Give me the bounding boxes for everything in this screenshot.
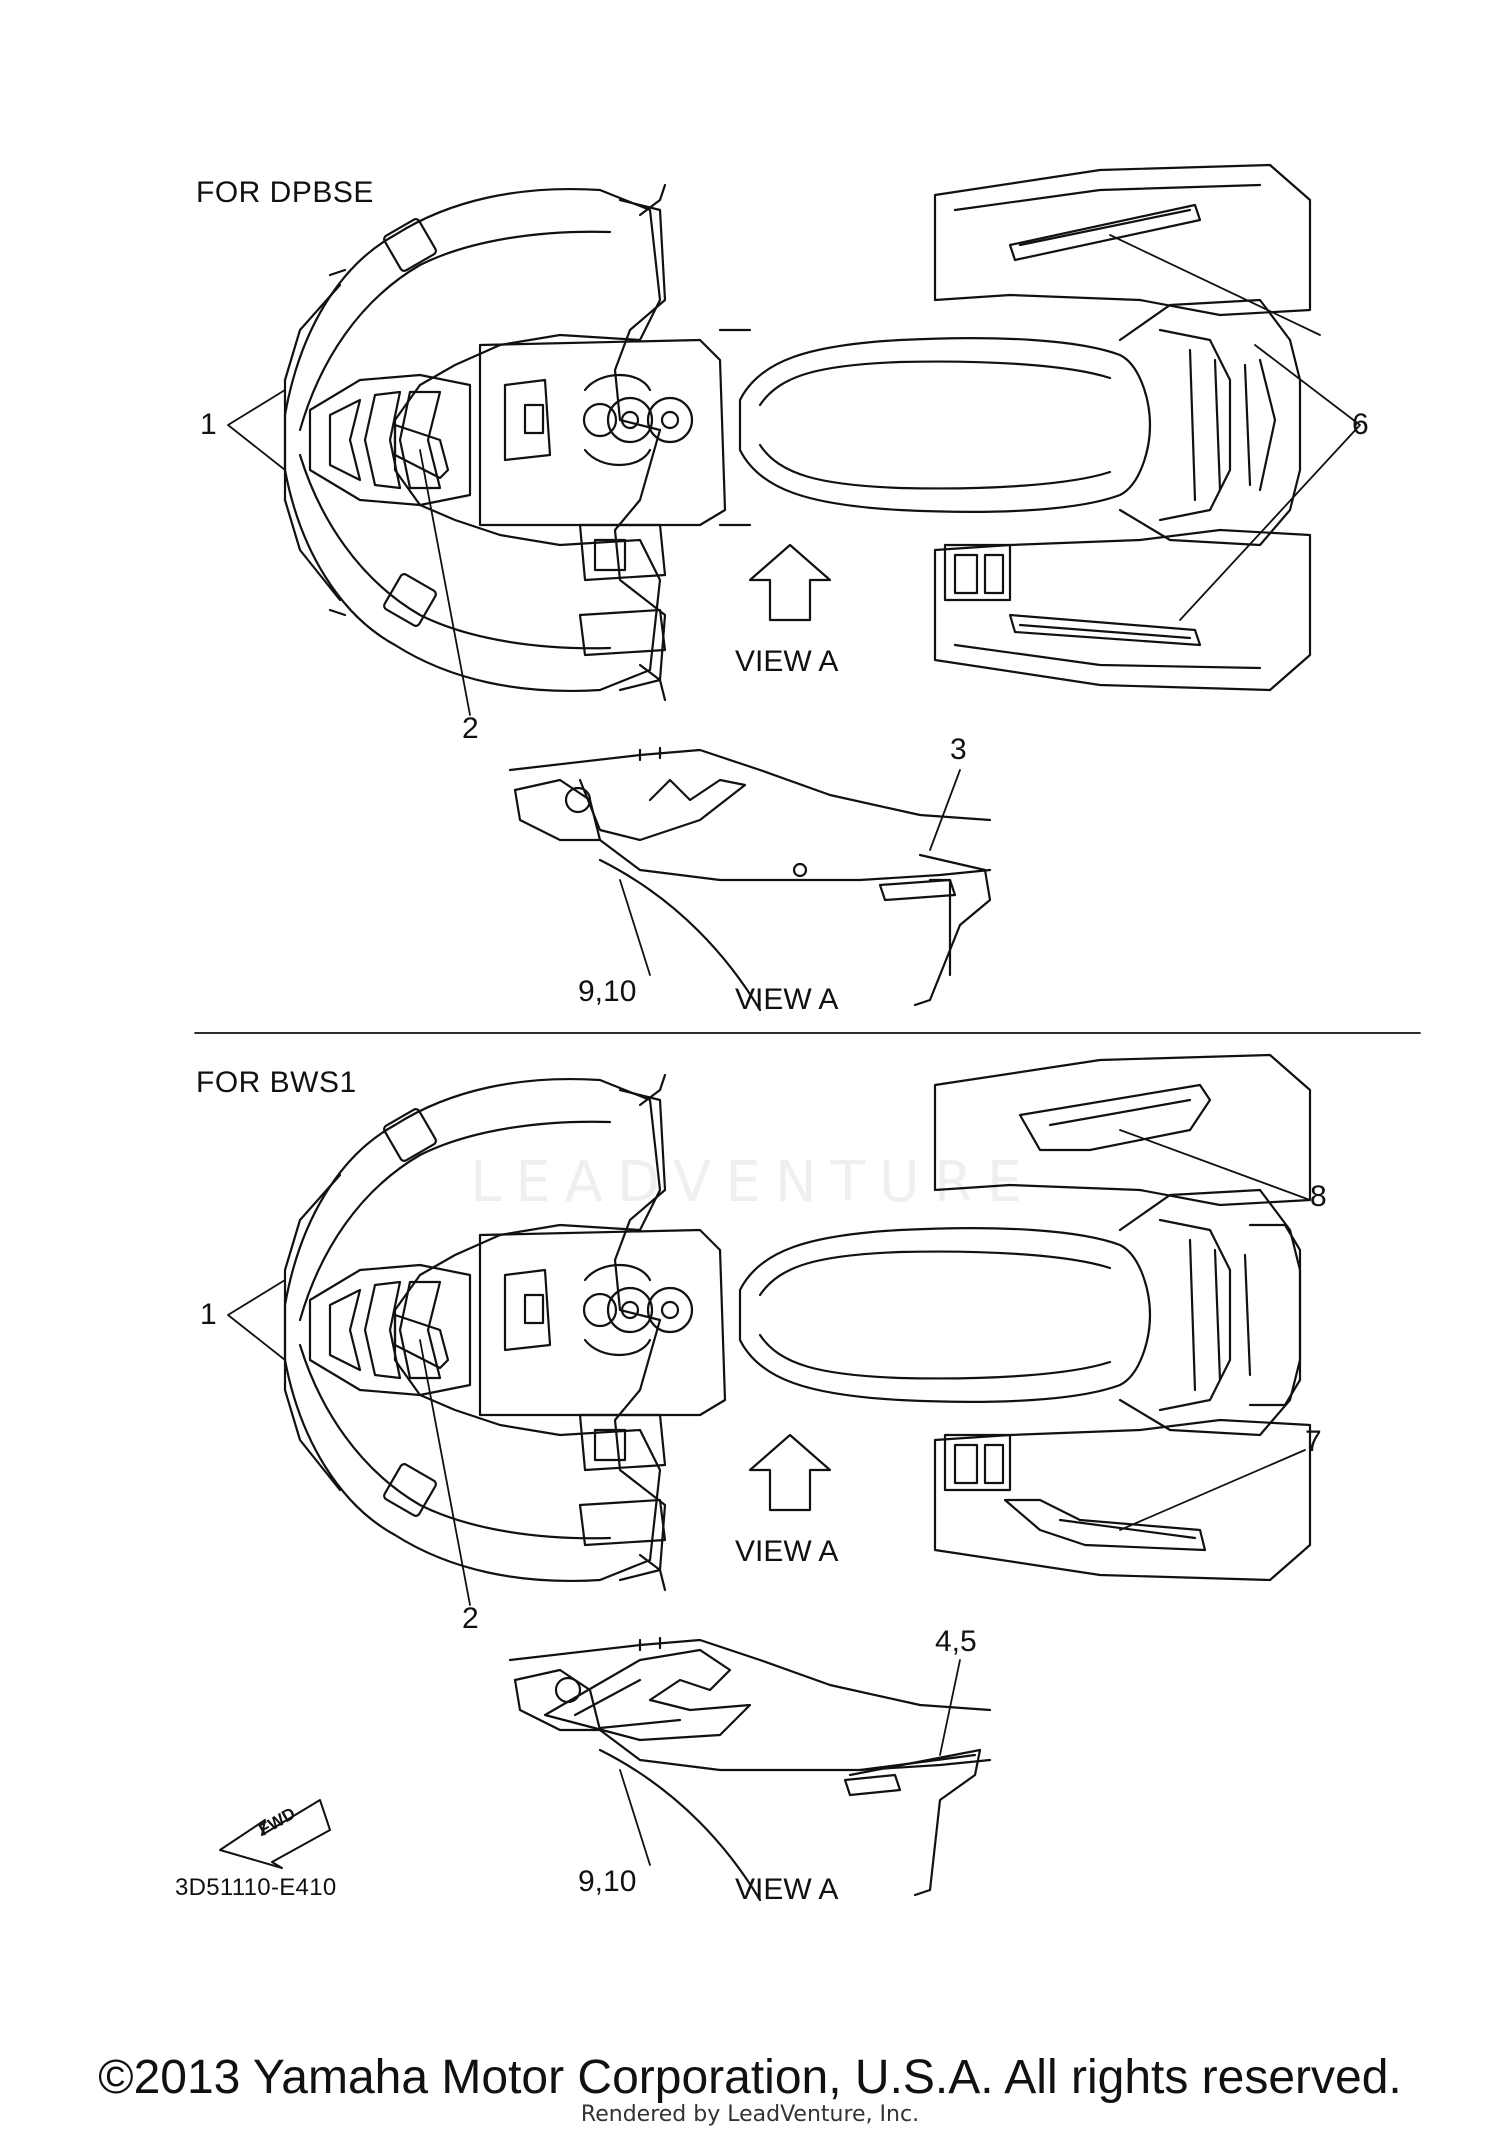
callout-2-bottom: 2 xyxy=(462,1602,479,1635)
leader-lines-top xyxy=(227,234,1361,976)
view-a-label-bottom: VIEW A xyxy=(735,1535,839,1568)
detail-view-a-bottom xyxy=(508,1636,992,1902)
callout-9-10-top: 9,10 xyxy=(578,975,637,1008)
section-title-bws1: FOR BWS1 xyxy=(196,1066,357,1099)
callout-1-top: 1 xyxy=(200,408,217,441)
fwd-arrow xyxy=(219,1799,331,1869)
view-a-arrow-top xyxy=(748,543,832,622)
callout-7-bottom: 7 xyxy=(1305,1425,1322,1458)
callout-4-5-bottom: 4,5 xyxy=(935,1625,977,1658)
callout-6-top: 6 xyxy=(1352,408,1369,441)
callout-8-bottom: 8 xyxy=(1310,1180,1327,1213)
rendered-by-notice: Rendered by LeadVenture, Inc. xyxy=(580,2102,920,2127)
section-title-dpbse: FOR DPBSE xyxy=(196,176,374,209)
view-a-detail-label-top: VIEW A xyxy=(735,983,839,1016)
view-a-label-top: VIEW A xyxy=(735,645,839,678)
atv-top-view-bws1 xyxy=(283,1053,1312,1592)
watermark: LEADVENTURE xyxy=(470,1150,1037,1215)
view-a-arrow-bottom xyxy=(748,1433,832,1512)
view-a-detail-label-bottom: VIEW A xyxy=(735,1873,839,1906)
callout-3-top: 3 xyxy=(950,733,967,766)
diagram-code: 3D51110-E410 xyxy=(175,1874,337,1901)
copyright-notice: ©2013 Yamaha Motor Corporation, U.S.A. A… xyxy=(98,2051,1402,2104)
detail-view-a-top xyxy=(508,746,992,1012)
callout-1-bottom: 1 xyxy=(200,1298,217,1331)
callout-9-10-bottom: 9,10 xyxy=(578,1865,637,1898)
callout-2-top: 2 xyxy=(462,712,479,745)
atv-top-view-dpbse xyxy=(283,163,1312,702)
